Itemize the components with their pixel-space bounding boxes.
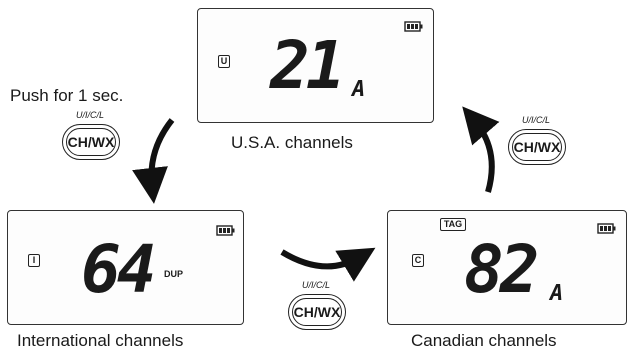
- international-lcd-display: I 64 DUP: [7, 210, 244, 325]
- battery-icon: [597, 223, 616, 234]
- arrow-canadian-to-usa: [462, 106, 500, 193]
- battery-icon: [404, 21, 423, 32]
- chwx-button-right[interactable]: U/I/C/L CH/WX: [508, 115, 568, 167]
- push-instruction: Push for 1 sec.: [10, 86, 124, 105]
- mode-indicator-c: C: [412, 254, 424, 267]
- button-key-label: U/I/C/L: [521, 115, 550, 125]
- usa-lcd-display: U 21 A: [197, 8, 434, 123]
- battery-icon: [216, 225, 235, 236]
- chwx-button-left[interactable]: U/I/C/L CH/WX: [62, 110, 122, 162]
- channel-number: 64: [81, 231, 157, 308]
- button-label: CH/WX: [512, 133, 562, 161]
- button-key-label: U/I/C/L: [301, 280, 330, 290]
- mode-indicator-i: I: [28, 254, 40, 267]
- dup-indicator: DUP: [164, 269, 184, 279]
- button-key-label: U/I/C/L: [75, 110, 104, 120]
- button-label: CH/WX: [292, 298, 342, 326]
- channel-number: 21: [270, 27, 346, 104]
- channel-suffix: A: [352, 77, 366, 102]
- canadian-lcd-display: TAG C 82 A: [387, 210, 627, 325]
- channel-number: 82: [464, 231, 540, 308]
- arrow-usa-to-international: [132, 118, 175, 204]
- tag-indicator: TAG: [440, 218, 466, 231]
- mode-indicator-u: U: [218, 55, 230, 68]
- canadian-caption: Canadian channels: [411, 331, 557, 350]
- chwx-button-center[interactable]: U/I/C/L CH/WX: [288, 280, 348, 332]
- international-caption: International channels: [17, 331, 184, 350]
- channel-suffix: A: [550, 281, 564, 306]
- button-label: CH/WX: [66, 128, 116, 156]
- usa-caption: U.S.A. channels: [231, 133, 353, 152]
- arrow-international-to-canadian: [280, 247, 376, 282]
